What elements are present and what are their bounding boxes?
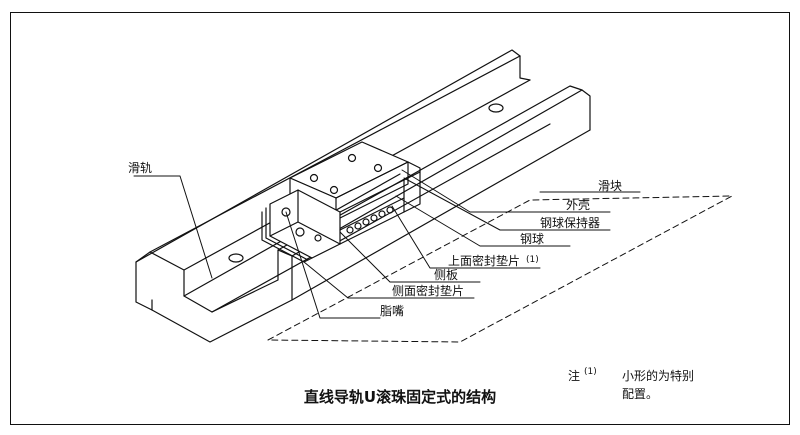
- label-end-plate: 侧板: [434, 268, 458, 282]
- block-dashed-outline: [267, 195, 733, 343]
- label-end-seal: 侧面密封垫片: [392, 283, 464, 298]
- note-line-2: 配置。: [622, 387, 658, 401]
- note-prefix: 注: [568, 368, 580, 383]
- rail-shape: [135, 49, 591, 343]
- note-mark: (1): [584, 367, 597, 377]
- block-shape: [261, 141, 421, 263]
- label-block: 滑块: [598, 179, 622, 193]
- label-ball: 钢球: [520, 232, 544, 246]
- label-rail: 滑轨: [128, 161, 152, 175]
- diagram-title: 直线导轨U滚珠固定式的结构: [304, 388, 496, 406]
- label-grease-nipple: 脂嘴: [380, 303, 404, 318]
- label-casing: 外壳: [566, 198, 590, 212]
- label-top-seal: 上面密封垫片: [448, 253, 520, 268]
- leader-lines: [133, 169, 641, 319]
- label-ball-retainer: 钢球保持器: [540, 215, 600, 230]
- diagram-frame: [10, 12, 790, 425]
- label-top-seal-mark: (1): [526, 255, 539, 265]
- note-line-1: 小形的为特别: [622, 368, 694, 383]
